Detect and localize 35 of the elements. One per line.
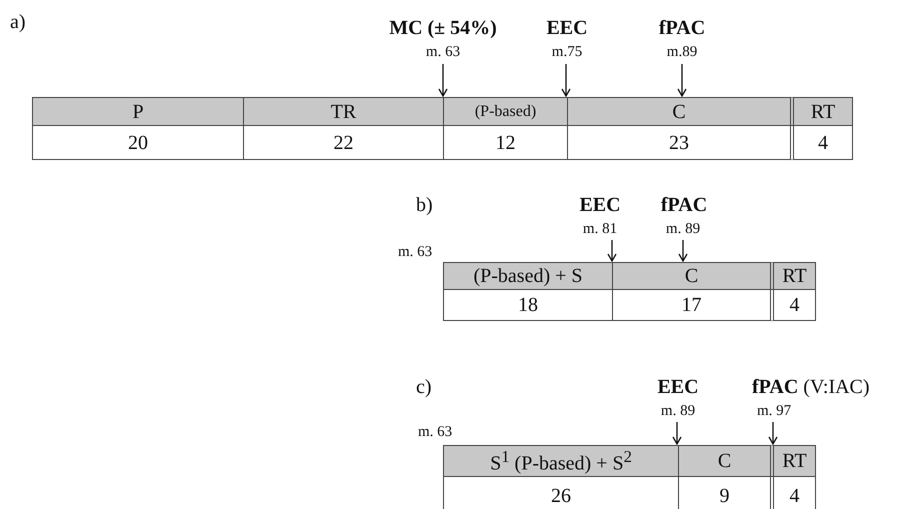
measure-number: m. 97 [757, 404, 792, 419]
measure-number: m.89 [666, 45, 698, 60]
measure-count: 4 [790, 125, 853, 160]
section-name: C [612, 262, 771, 290]
cadence-label: MC (± 54%) [388, 18, 498, 38]
cadence-label: EEC [545, 18, 589, 38]
cadence-label: fPAC [658, 18, 706, 38]
section-name: P [32, 97, 244, 126]
measure-count: 4 [770, 476, 816, 509]
measure-count: 18 [443, 289, 613, 321]
panel-label: a) [10, 12, 26, 32]
section-name: TR [243, 97, 444, 126]
panel-label: c) [416, 377, 432, 397]
section-name: S$^{1}$ (P-based) + S$^{2}$ [443, 445, 679, 477]
section-name: (P-based) [443, 97, 568, 126]
measure-number: m. 63 [418, 425, 452, 440]
measure-number: m.75 [550, 45, 584, 60]
measure-number: m. 81 [582, 222, 618, 237]
measure-number: m. 63 [424, 45, 462, 60]
cadence-label: fPAC (V:IAC) [752, 377, 870, 397]
section-name: (P-based) + S [443, 262, 613, 290]
measure-number: m. 89 [660, 404, 696, 419]
measure-count: 4 [770, 289, 816, 321]
section-name: RT [770, 445, 816, 477]
section-name: RT [770, 262, 816, 290]
section-name: C [678, 445, 771, 477]
panel-label: b) [416, 195, 433, 215]
measure-number: m. 89 [664, 222, 702, 237]
measure-number: m. 63 [398, 245, 432, 260]
cadence-label: fPAC [660, 195, 708, 215]
cadence-label: EEC [578, 195, 622, 215]
section-name: RT [790, 97, 853, 126]
section-name: C [567, 97, 791, 126]
cadence-label: EEC [656, 377, 700, 397]
measure-count: 20 [32, 125, 244, 160]
